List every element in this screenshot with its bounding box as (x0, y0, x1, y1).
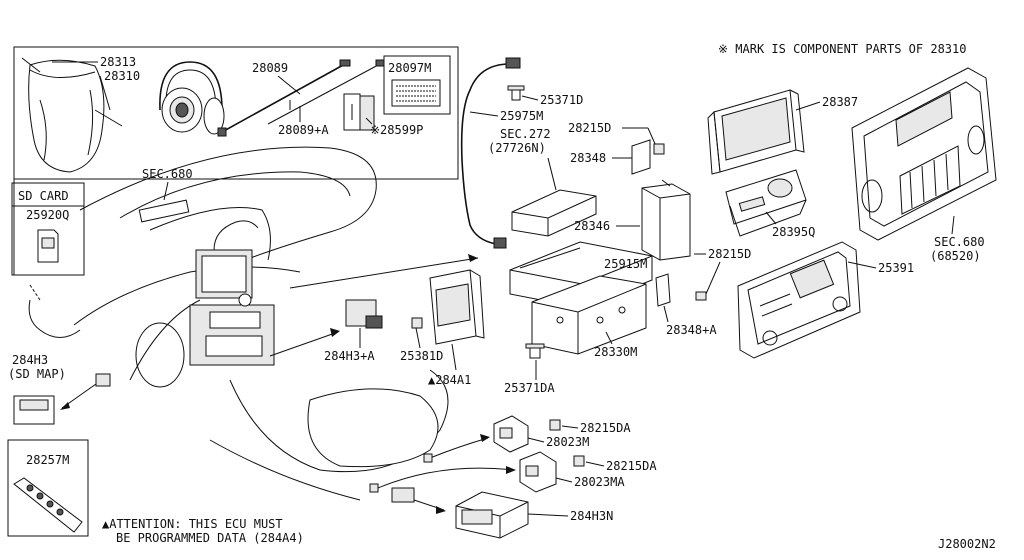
module-28346-icon (641, 183, 691, 261)
aux-cable-icon (217, 59, 385, 137)
accessory-kit-box (13, 46, 459, 180)
remote-box (7, 439, 89, 537)
label-28348a: 28348+A (666, 323, 717, 337)
header-note: ※ MARK IS COMPONENT PARTS OF 28310 (718, 42, 966, 56)
remote-control-icon (13, 477, 83, 533)
control-panel-25391-icon (737, 241, 861, 359)
screw-28215da-1-icon (549, 419, 561, 431)
bracket-28348a-icon (655, 273, 671, 307)
label-28257m: 28257M (26, 453, 69, 467)
arrow-dash-to-ecu (289, 257, 479, 289)
screw-25371d-icon (507, 85, 525, 101)
label-28215d-mid: 28215D (708, 247, 751, 261)
label-284h3a: 284H3+A (324, 349, 375, 363)
tv-tuner-module-icon (511, 189, 597, 237)
label-sec680-console: SEC.680 (934, 235, 985, 249)
controller-28395q-icon (725, 169, 807, 237)
sd-card-title: SD CARD (18, 189, 69, 203)
label-284a1: ▲284A1 (428, 373, 471, 387)
screw-28215d-icon (695, 291, 707, 301)
label-28089: 28089 (252, 61, 288, 75)
sd-map-module-icon (13, 373, 111, 425)
label-284h3: 284H3 (12, 353, 48, 367)
headphones-icon (159, 61, 225, 135)
screw-25371da-icon (525, 343, 545, 359)
label-sd-map: (SD MAP) (8, 367, 66, 381)
label-284h3n: 284H3N (570, 509, 613, 523)
label-25915m: 25915M (604, 257, 647, 271)
attention-note-line1: ▲ATTENTION: THIS ECU MUST (102, 517, 283, 531)
label-28599p: ※28599P (370, 123, 423, 137)
label-25381d: 25381D (400, 349, 443, 363)
attention-note-line2: BE PROGRAMMED DATA (284A4) (116, 531, 304, 545)
module-284h3a-icon (345, 299, 383, 329)
label-28313: 28313 (100, 55, 136, 69)
screw-28215da-2-icon (573, 455, 585, 467)
manual-box (383, 55, 451, 115)
label-28215d-top: 28215D (568, 121, 611, 135)
label-28348: 28348 (570, 151, 606, 165)
connector-284h3n-icon (391, 487, 415, 503)
label-25920q: 25920Q (26, 208, 69, 222)
console-finisher-icon (851, 67, 997, 241)
jack-28023ma-icon (519, 451, 557, 493)
storage-bag-icon (21, 57, 123, 173)
screw-25381d-icon (411, 317, 423, 329)
sd-card-icon (37, 229, 59, 263)
nav-unit-icon (509, 241, 653, 355)
label-27726n: (27726N) (488, 141, 546, 155)
label-28089-a: 28089+A (278, 123, 329, 137)
label-28097m: 28097M (388, 61, 431, 75)
label-28387: 28387 (822, 95, 858, 109)
label-28215da-2: 28215DA (606, 459, 657, 473)
ecu-284a1-icon (429, 269, 485, 345)
diagram-code: J28002N2 (938, 537, 996, 551)
dashboard-outline (28, 146, 449, 501)
sd-card-box (11, 182, 85, 276)
label-25975m: 25975M (500, 109, 543, 123)
label-25371d: 25371D (540, 93, 583, 107)
label-28346: 28346 (574, 219, 610, 233)
label-28023ma: 28023MA (574, 475, 625, 489)
battery-icon (343, 93, 375, 131)
display-28387-icon (707, 89, 805, 175)
bracket-28348-icon (631, 139, 665, 175)
label-28330m: 28330M (594, 345, 637, 359)
jack-28023m-icon (493, 415, 529, 453)
label-sec272: SEC.272 (500, 127, 551, 141)
label-25391: 25391 (878, 261, 914, 275)
label-68520: (68520) (930, 249, 981, 263)
manual-sheet-icon (391, 79, 441, 107)
antenna-cable-icon (460, 57, 521, 249)
label-28023m: 28023M (546, 435, 589, 449)
label-28215da-1: 28215DA (580, 421, 631, 435)
label-sec680-dash: SEC.680 (142, 167, 193, 181)
label-28395q: 28395Q (772, 225, 815, 239)
module-284h3n-icon (455, 491, 529, 539)
label-25371da: 25371DA (504, 381, 555, 395)
label-28310: 28310 (104, 69, 140, 83)
